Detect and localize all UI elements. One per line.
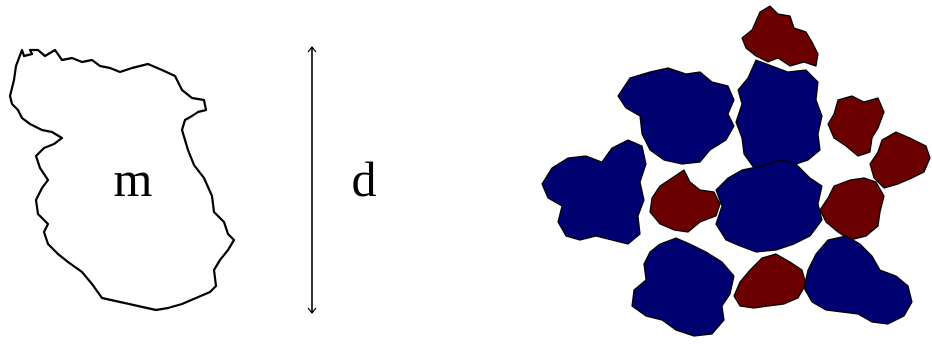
- large-particle: [541, 139, 647, 245]
- large-particle: [715, 159, 823, 253]
- size-label: d: [352, 151, 377, 207]
- large-particle: [735, 59, 823, 169]
- small-particle: [741, 5, 819, 67]
- large-particle: [617, 67, 735, 165]
- mass-label: m: [114, 151, 153, 207]
- small-particle: [827, 95, 885, 157]
- particle-cluster: [541, 5, 931, 337]
- large-particle: [803, 235, 913, 325]
- small-particle: [733, 253, 807, 309]
- small-particle: [869, 131, 931, 189]
- small-particle: [819, 177, 885, 241]
- large-particle: [631, 237, 735, 337]
- single-particle-outline: [8, 48, 236, 312]
- small-particle: [649, 169, 721, 233]
